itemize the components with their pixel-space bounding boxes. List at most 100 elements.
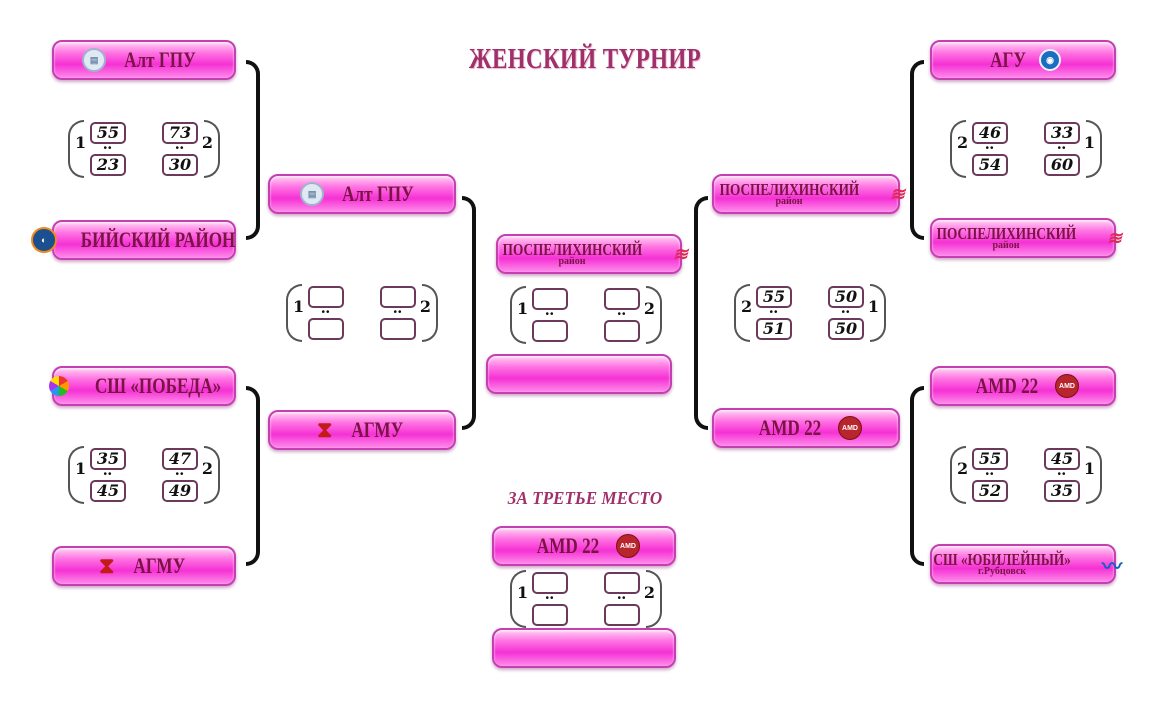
score-cell (532, 288, 568, 310)
team-third-empty[interactable] (492, 628, 676, 668)
team-pospel-sf[interactable]: ПОСПЕЛИХИНСКИЙ район ≋ (712, 174, 905, 214)
team-amd-sf[interactable]: AMD 22 AMD (712, 408, 900, 448)
team-name: Алт ГПУ (342, 181, 414, 206)
score-qf3: 2 46••54 33••60 1 (950, 120, 1102, 178)
page-title: ЖЕНСКИЙ ТУРНИР (468, 44, 702, 75)
team-name: АГМУ (351, 417, 403, 442)
team-name: AMD 22 (975, 373, 1039, 398)
team-name: АГМУ (133, 553, 185, 578)
team-agu[interactable]: АГУ ◉ (930, 40, 1116, 80)
score-sf1: 1 •• •• 2 (286, 284, 438, 342)
team-amd-qf[interactable]: AMD 22 AMD (930, 366, 1116, 406)
team-name: СШ «ЮБИЛЕЙНЫЙ» (933, 550, 1071, 569)
team-name: БИЙСКИЙ РАЙОН (80, 227, 236, 252)
team-agmu-qf[interactable]: ⧗ АГМУ (52, 546, 236, 586)
team-biysk[interactable]: ◐ БИЙСКИЙ РАЙОН (30, 220, 236, 260)
games-won-right: 2 (643, 583, 655, 602)
team-name: ПОСПЕЛИХИНСКИЙ (502, 240, 642, 259)
games-won-right: 1 (867, 297, 879, 316)
team-final-empty[interactable] (486, 354, 672, 394)
amd22-logo-icon: AMD (1055, 374, 1080, 398)
games-won-left: 2 (957, 133, 969, 152)
agu-logo-icon: ◉ (1039, 49, 1062, 71)
swimmer-logo-icon: 〰 (1102, 555, 1123, 578)
score-cell: 49 (162, 480, 198, 502)
agmu-logo-icon: ⧗ (317, 417, 333, 442)
score-cell (380, 286, 416, 308)
games-won-left: 1 (293, 297, 305, 316)
games-won-left: 1 (75, 459, 87, 478)
team-agmu-sf[interactable]: ⧗ АГМУ (268, 410, 456, 450)
team-subtitle: район (992, 240, 1020, 251)
team-name: ПОСПЕЛИХИНСКИЙ (936, 224, 1076, 243)
score-cell: 23 (90, 154, 126, 176)
team-name: AMD 22 (536, 533, 600, 558)
score-cell: 35 (1044, 480, 1080, 502)
pospelikha-logo-icon: ≋ (672, 243, 689, 264)
amd22-logo-icon: AMD (838, 416, 863, 440)
score-cell (604, 604, 640, 626)
score-cell: 33 (1044, 122, 1080, 144)
score-cell: 50 (828, 286, 864, 308)
team-yubileyny[interactable]: СШ «ЮБИЛЕЙНЫЙ» г.Рубцовск 〰 (930, 544, 1122, 584)
team-name: АГУ (990, 47, 1026, 72)
games-won-left: 2 (957, 459, 969, 478)
score-cell (308, 286, 344, 308)
games-won-left: 1 (517, 299, 529, 318)
score-final: 1 •• •• 2 (510, 286, 662, 344)
score-cell: 50 (828, 318, 864, 340)
score-cell (604, 320, 640, 342)
team-pospel-qf[interactable]: ПОСПЕЛИХИНСКИЙ район ≋ (930, 218, 1122, 258)
team-name: Алт ГПУ (124, 47, 196, 72)
score-cell (308, 318, 344, 340)
score-cell: 54 (972, 154, 1008, 176)
pospelikha-logo-icon: ≋ (1106, 227, 1123, 248)
team-pospel-final[interactable]: ПОСПЕЛИХИНСКИЙ район ≋ (496, 234, 688, 274)
altgpu-logo-icon: ▤ (82, 48, 107, 72)
score-cell: 45 (90, 480, 126, 502)
games-won-left: 1 (517, 583, 529, 602)
score-cell: 47 (162, 448, 198, 470)
team-subtitle: район (558, 256, 586, 267)
bracket-line (910, 60, 924, 240)
team-altgpu-sf[interactable]: ▤ Алт ГПУ (268, 174, 456, 214)
games-won-right: 2 (419, 297, 431, 316)
team-subtitle: район (775, 196, 803, 207)
games-won-right: 2 (201, 133, 213, 152)
third-place-label: ЗА ТРЕТЬЕ МЕСТО (507, 488, 663, 508)
amd22-logo-icon: AMD (616, 534, 641, 558)
games-won-left: 1 (75, 133, 87, 152)
games-won-right: 1 (1083, 459, 1095, 478)
score-cell: 46 (972, 122, 1008, 144)
score-sf2: 2 55••51 50••50 1 (734, 284, 886, 342)
score-third: 1 •• •• 2 (510, 570, 662, 628)
score-cell (604, 572, 640, 594)
score-cell (380, 318, 416, 340)
games-won-right: 1 (1083, 133, 1095, 152)
score-cell (532, 320, 568, 342)
score-cell: 60 (1044, 154, 1080, 176)
score-cell: 51 (756, 318, 792, 340)
bracket-line (462, 196, 476, 430)
games-won-right: 2 (201, 459, 213, 478)
bracket-line (694, 196, 708, 430)
pospelikha-logo-icon: ≋ (889, 183, 906, 204)
team-amd-third[interactable]: AMD 22 AMD (492, 526, 676, 566)
score-qf2: 1 35••45 47••49 2 (68, 446, 220, 504)
games-won-left: 2 (741, 297, 753, 316)
team-altgpu-qf[interactable]: ▤ Алт ГПУ (52, 40, 236, 80)
team-subtitle: г.Рубцовск (977, 566, 1027, 577)
team-pobeda[interactable]: СШ «ПОБЕДА» (49, 366, 236, 406)
score-cell: 45 (1044, 448, 1080, 470)
pobeda-logo-icon (49, 376, 69, 396)
agmu-logo-icon: ⧗ (99, 553, 115, 578)
score-qf1: 1 55••23 73••30 2 (68, 120, 220, 178)
score-cell: 55 (972, 448, 1008, 470)
bracket-line (910, 386, 924, 566)
games-won-right: 2 (643, 299, 655, 318)
biysk-logo-icon: ◐ (30, 227, 57, 253)
score-qf4: 2 55••52 45••35 1 (950, 446, 1102, 504)
bracket-line (246, 60, 260, 240)
score-cell: 73 (162, 122, 198, 144)
score-cell: 30 (162, 154, 198, 176)
